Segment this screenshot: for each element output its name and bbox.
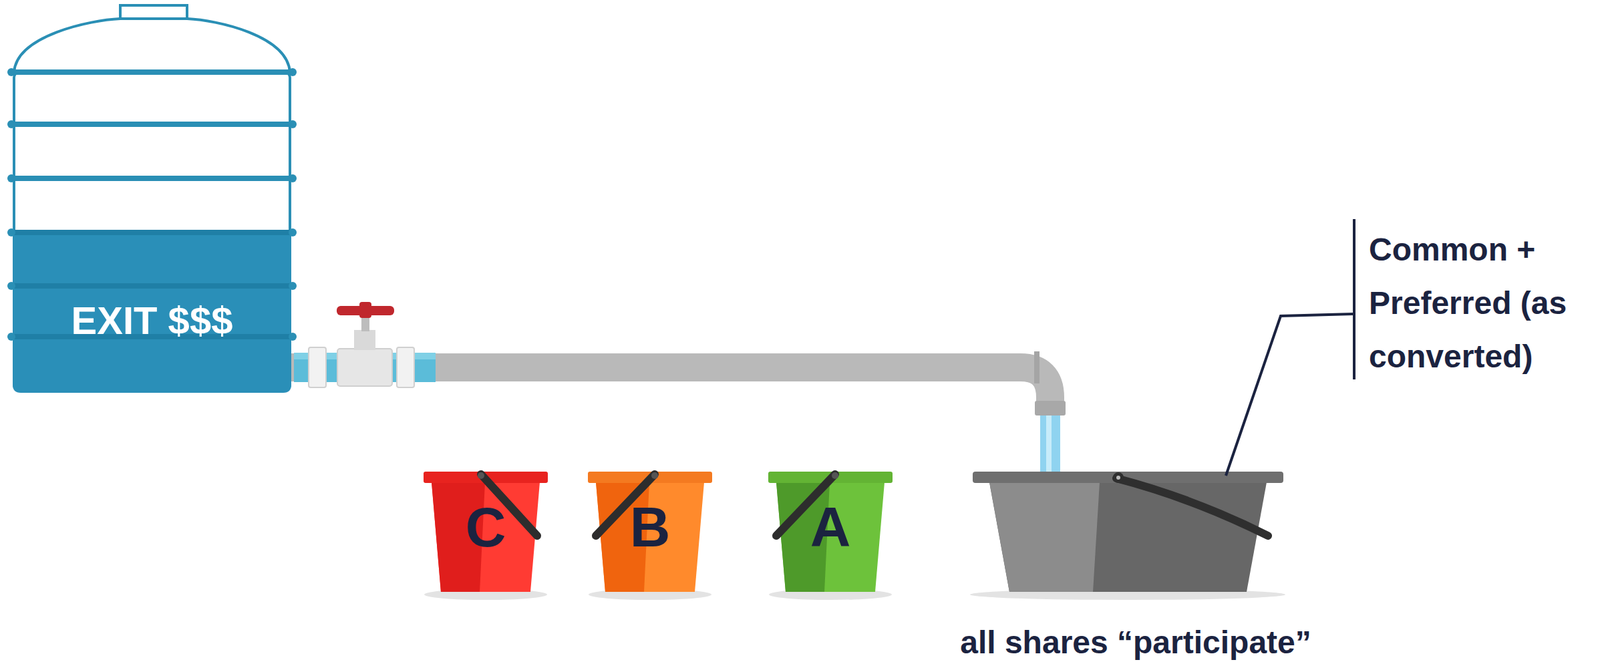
tub-shape: [972, 471, 1284, 600]
valve-bonnet: [354, 330, 376, 351]
callout-text: Common + Preferred (as converted): [1368, 223, 1596, 384]
tub: all shares “participate”: [935, 471, 1337, 664]
leader-line: [1225, 313, 1353, 476]
callout-bracket: Common + Preferred (as converted): [1352, 219, 1596, 380]
bucket: A: [768, 471, 893, 600]
bucket: C: [423, 471, 548, 600]
water-highlight: [1046, 415, 1052, 472]
pipe-connector: [291, 351, 1066, 472]
valve-knob: [359, 301, 372, 318]
pipe-coupler: [308, 347, 327, 388]
blue-pipe: [293, 352, 436, 383]
pipe-coupler: [396, 347, 415, 388]
bucket-letter: C: [423, 497, 548, 558]
bucket-letter: A: [768, 497, 893, 558]
water-tank: EXIT $$$: [10, 5, 294, 395]
valve-body: [337, 348, 393, 387]
pipe-joint: [1034, 351, 1040, 384]
valve-handle: [336, 305, 395, 316]
tank-label: EXIT $$$: [10, 299, 294, 343]
pipe: [291, 367, 1051, 401]
pipe-nozzle: [1034, 400, 1066, 416]
tub-caption: all shares “participate”: [935, 623, 1337, 662]
valve-stem: [361, 313, 370, 332]
bucket: B: [587, 471, 713, 600]
water-stream: [1040, 415, 1061, 472]
bucket-letter: B: [587, 497, 713, 558]
pipe-highlight: [293, 352, 436, 360]
